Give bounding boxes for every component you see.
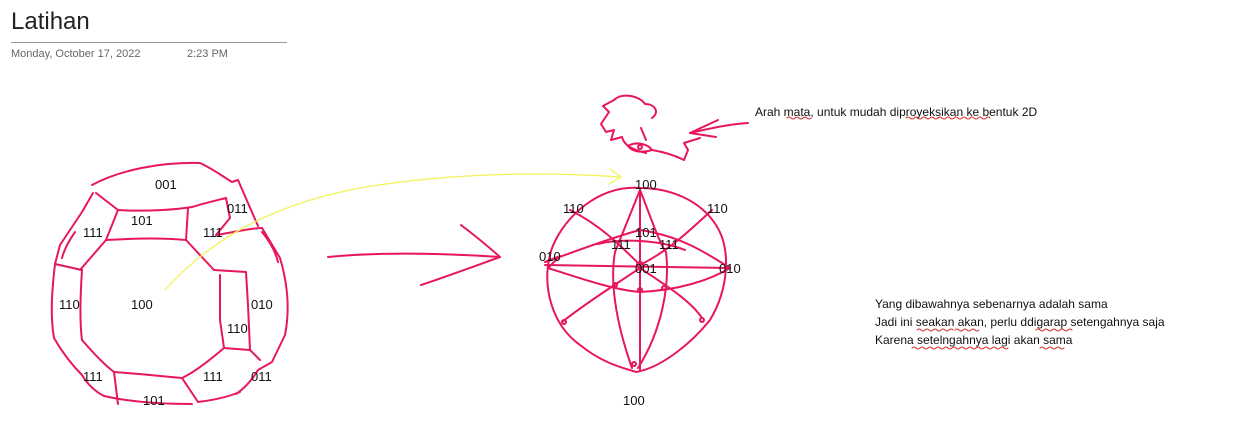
spellcheck-squiggles <box>786 116 1073 350</box>
right-label-top: 100 <box>635 177 657 192</box>
right-label-right: 010 <box>719 261 741 276</box>
left-label-center: 100 <box>131 297 153 312</box>
left-label-lower-left-face: 111 <box>83 369 103 384</box>
title-underline <box>11 42 287 43</box>
right-label-inner-left: 111 <box>611 237 631 252</box>
right-label-inner-right: 111 <box>659 237 679 252</box>
explanation-line-1[interactable]: Yang dibawahnya sebenarnya adalah sama <box>875 297 1108 311</box>
explanation-line-3[interactable]: Karena setelngahnya lagi akan sama <box>875 333 1073 347</box>
right-label-upper-left: 110 <box>563 201 584 216</box>
left-label-lower-right-face: 111 <box>203 369 223 384</box>
eye-direction-note[interactable]: Arah mata, untuk mudah diproyeksikan ke … <box>755 105 1038 119</box>
left-label-left: 110 <box>59 297 80 312</box>
left-label-upper-right-face: 111 <box>203 225 223 240</box>
yellow-projection-arrow <box>164 173 621 291</box>
eye-sketch <box>600 94 749 161</box>
explanation-line-2[interactable]: Jadi ini seakan akan, perlu ddigarap set… <box>875 315 1165 329</box>
right-label-inner-top: 101 <box>635 225 657 240</box>
left-label-upper-left-face: 111 <box>83 225 103 240</box>
left-label-right-inner: 110 <box>227 321 248 336</box>
left-label-top: 001 <box>155 177 177 192</box>
left-label-bottom: 101 <box>143 393 165 408</box>
right-label-center: 001 <box>635 261 657 276</box>
right-projection-sketch <box>544 186 731 373</box>
pink-transform-arrow <box>327 224 501 286</box>
left-label-upper-right: 011 <box>227 201 248 216</box>
right-label-upper-right: 110 <box>707 201 728 216</box>
left-label-upper-inner: 101 <box>131 213 153 228</box>
page-time: 2:23 PM <box>187 48 228 60</box>
left-truncated-cube-sketch <box>50 161 289 405</box>
page-date: Monday, October 17, 2022 <box>11 48 141 60</box>
right-label-left: 010 <box>539 249 561 264</box>
left-label-lower-right: 011 <box>251 369 272 384</box>
page-title[interactable]: Latihan <box>11 8 90 35</box>
right-label-bottom: 100 <box>623 393 645 408</box>
left-label-right: 010 <box>251 297 273 312</box>
